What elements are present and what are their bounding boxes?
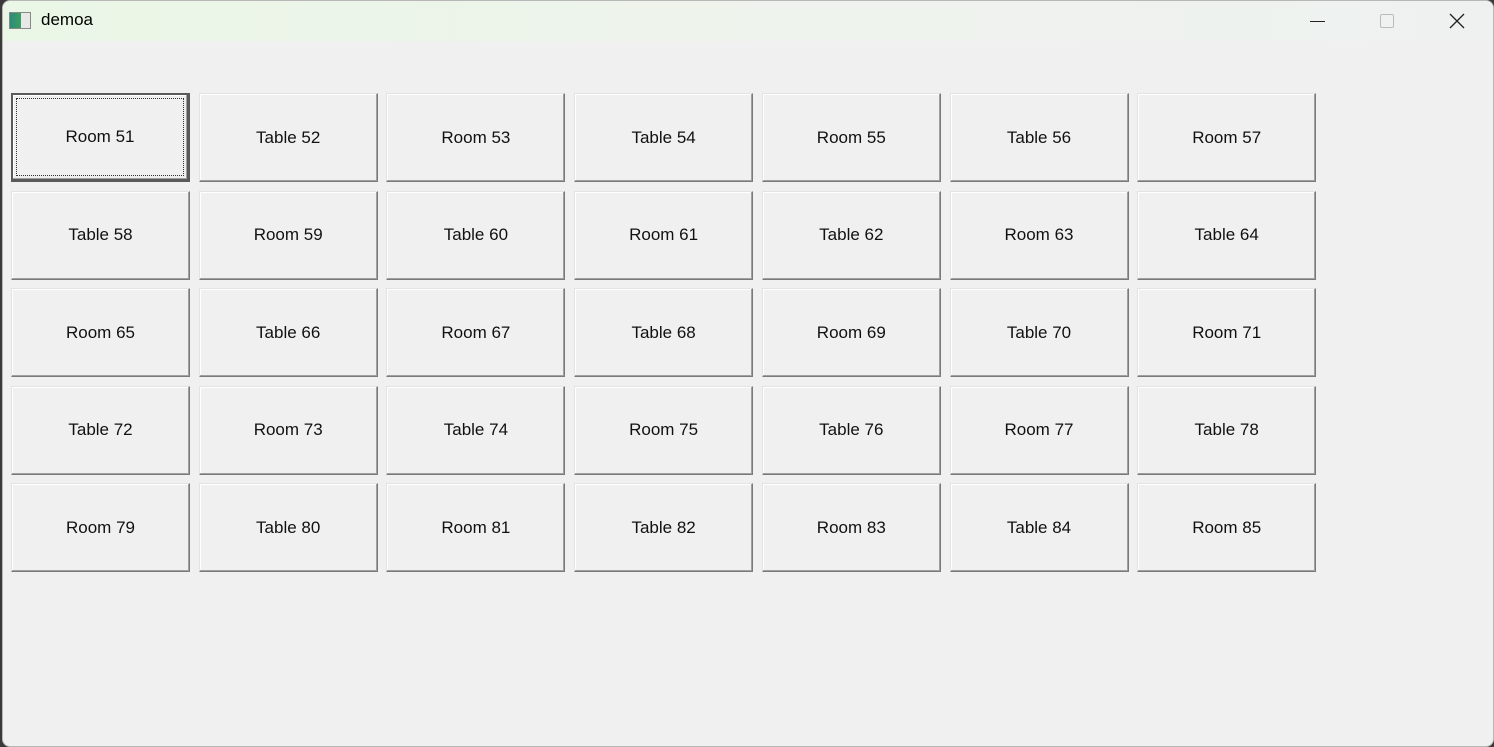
grid-button-room-67[interactable]: Room 67 <box>386 288 566 377</box>
grid-button-room-55[interactable]: Room 55 <box>761 93 941 182</box>
grid-button-table-78[interactable]: Table 78 <box>1137 385 1317 475</box>
grid-button-table-54[interactable]: Table 54 <box>574 93 754 182</box>
grid-button-room-61[interactable]: Room 61 <box>574 190 754 280</box>
grid-button-table-82[interactable]: Table 82 <box>574 483 754 572</box>
grid-button-room-63[interactable]: Room 63 <box>949 190 1129 280</box>
grid-button-room-83[interactable]: Room 83 <box>761 483 941 572</box>
window-title: demoa <box>41 10 93 29</box>
close-icon <box>1449 13 1465 29</box>
grid-button-table-60[interactable]: Table 60 <box>386 190 566 280</box>
grid-button-room-53[interactable]: Room 53 <box>386 93 566 182</box>
minimize-icon <box>1309 20 1325 22</box>
maximize-icon <box>1380 14 1394 28</box>
maximize-button[interactable] <box>1353 1 1421 41</box>
minimize-button[interactable] <box>1283 1 1351 41</box>
grid-button-room-79[interactable]: Room 79 <box>11 483 190 572</box>
grid-button-room-73[interactable]: Room 73 <box>198 385 378 475</box>
grid-button-table-68[interactable]: Table 68 <box>574 288 754 377</box>
grid-button-room-51[interactable]: Room 51 <box>11 93 190 182</box>
grid-button-table-70[interactable]: Table 70 <box>949 288 1129 377</box>
grid-button-room-69[interactable]: Room 69 <box>761 288 941 377</box>
title-bar[interactable]: demoa <box>3 1 1493 41</box>
grid-button-room-57[interactable]: Room 57 <box>1137 93 1317 182</box>
grid-button-table-72[interactable]: Table 72 <box>11 385 190 475</box>
grid-button-table-56[interactable]: Table 56 <box>949 93 1129 182</box>
grid-button-table-62[interactable]: Table 62 <box>761 190 941 280</box>
grid-button-room-77[interactable]: Room 77 <box>949 385 1129 475</box>
app-window-icon <box>9 12 31 29</box>
grid-button-table-84[interactable]: Table 84 <box>949 483 1129 572</box>
grid-button-table-52[interactable]: Table 52 <box>198 93 378 182</box>
grid-button-room-85[interactable]: Room 85 <box>1137 483 1317 572</box>
grid-button-table-74[interactable]: Table 74 <box>386 385 566 475</box>
grid-button-table-64[interactable]: Table 64 <box>1137 190 1317 280</box>
grid-button-table-76[interactable]: Table 76 <box>761 385 941 475</box>
grid-button-room-75[interactable]: Room 75 <box>574 385 754 475</box>
grid-button-room-65[interactable]: Room 65 <box>11 288 190 377</box>
close-button[interactable] <box>1423 1 1491 41</box>
grid-button-table-58[interactable]: Table 58 <box>11 190 190 280</box>
grid-button-table-66[interactable]: Table 66 <box>198 288 378 377</box>
grid-button-room-59[interactable]: Room 59 <box>198 190 378 280</box>
grid-button-room-81[interactable]: Room 81 <box>386 483 566 572</box>
grid-button-room-71[interactable]: Room 71 <box>1137 288 1317 377</box>
grid-button-table-80[interactable]: Table 80 <box>198 483 378 572</box>
